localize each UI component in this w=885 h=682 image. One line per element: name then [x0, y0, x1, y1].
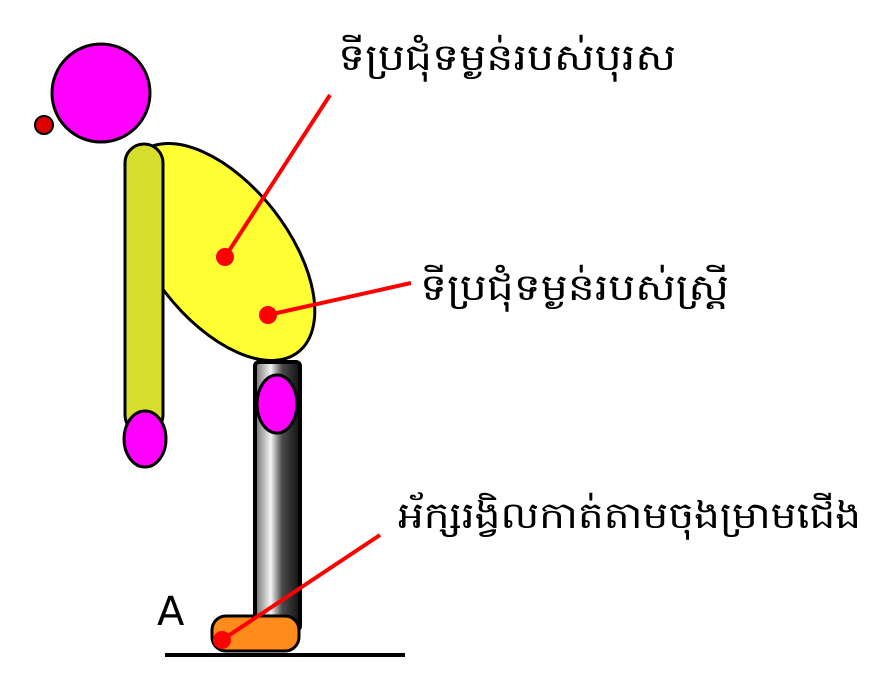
woman-center-label: ទីប្រជុំទម្ងន់របស់ស្ត្រី: [420, 264, 729, 312]
head: [50, 42, 152, 144]
man-center-label: ទីប្រជុំទម្ងន់របស់បុរស: [338, 34, 676, 82]
woman-center-of-gravity-dot: [259, 306, 277, 324]
man-center-pointer: [223, 93, 332, 259]
nose: [34, 115, 54, 135]
knee: [255, 373, 299, 435]
point-a-label: A: [157, 589, 185, 635]
toe-axis-dot: [213, 631, 231, 649]
man-center-of-gravity-dot: [216, 248, 234, 266]
arm: [123, 142, 165, 436]
woman-center-pointer: [267, 281, 412, 317]
axis-pointer: [220, 533, 382, 642]
axis-label: អ័ក្សរង្វិលកាត់តាមចុងម្រាមជើង: [398, 492, 861, 540]
hand: [122, 409, 168, 469]
